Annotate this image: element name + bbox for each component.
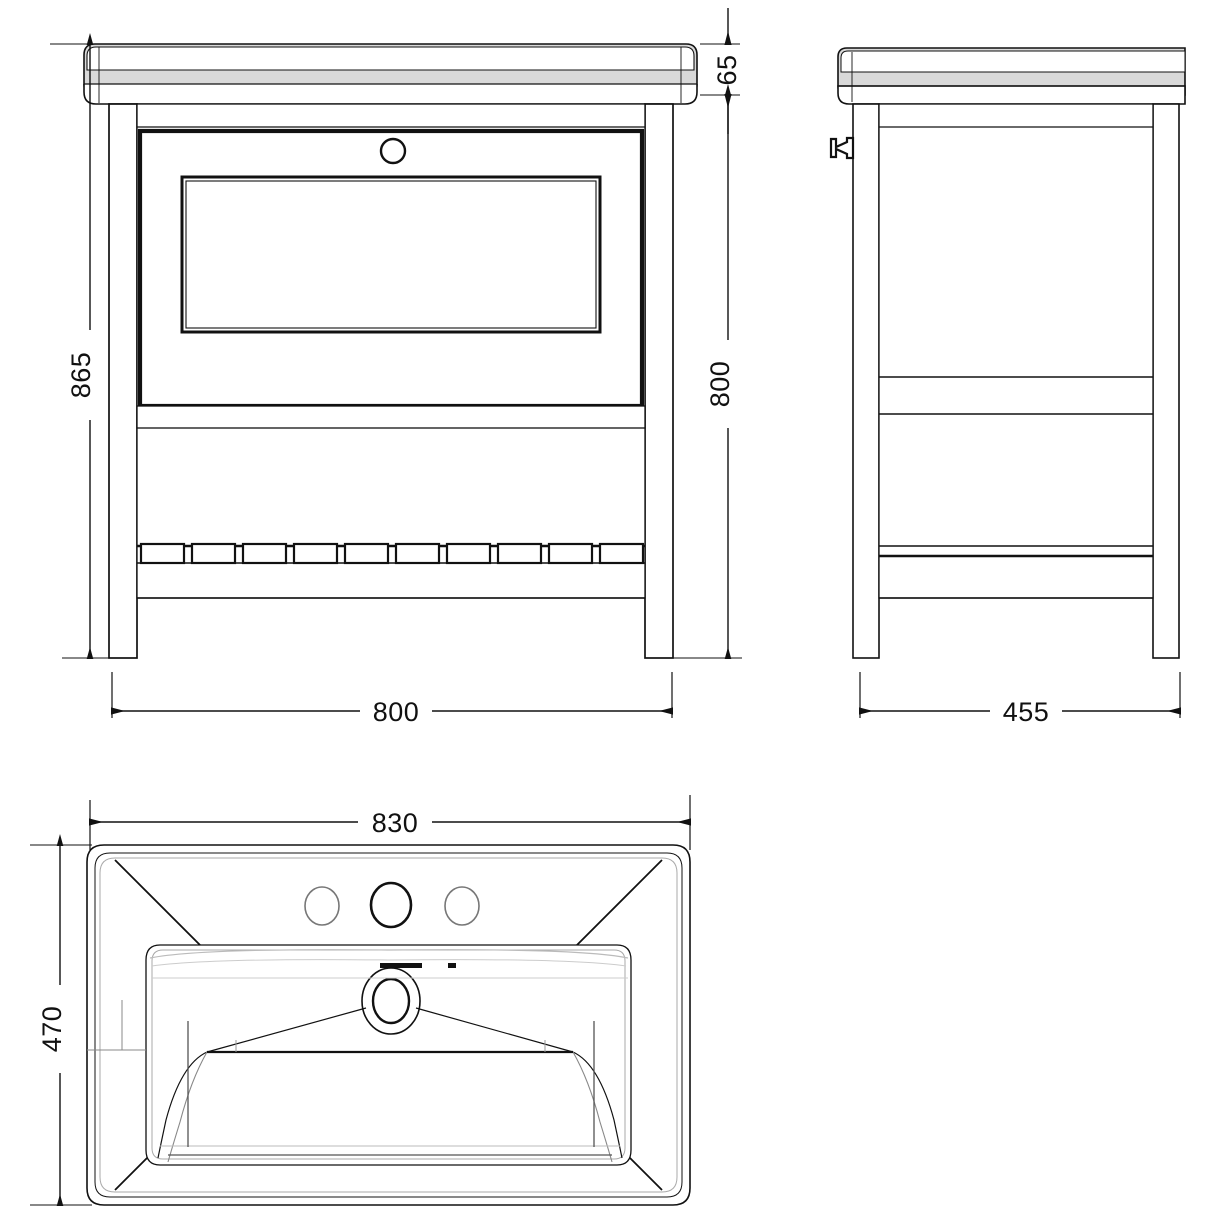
dim-label-800-vertical: 800: [705, 361, 735, 408]
bowl-lip-curve-2: [151, 959, 627, 967]
worktop-top-face: [86, 46, 695, 71]
shelf-slat: [547, 542, 594, 565]
shelf-slat: [139, 542, 186, 565]
bowl-slope-right: [415, 1007, 574, 1053]
dim-470-text-gap: [44, 985, 78, 1073]
dim-830-text-gap: [358, 806, 432, 840]
dim-800w-text-gap: [360, 694, 432, 728]
dim-label-65: 65: [712, 54, 742, 85]
dim-label-800-width: 800: [373, 697, 420, 727]
bowl-slope-left: [206, 1007, 367, 1053]
plan-dimensions: 830 470: [30, 795, 691, 1206]
basin-miter-tr: [573, 859, 663, 949]
tap-hole-right[interactable]: [444, 886, 480, 926]
shelf-slats: [139, 542, 645, 565]
worktop-lip: [83, 84, 698, 105]
overflow-slot-mark: [448, 963, 456, 968]
worktop-side: [837, 47, 1186, 105]
side-panel-frame: [878, 103, 1154, 599]
slatted-shelf: [137, 542, 645, 565]
waste-hole[interactable]: [361, 967, 421, 1035]
shelf-slat: [190, 542, 237, 565]
basin-rim-inner-2: [99, 857, 678, 1193]
shelf-slat: [598, 542, 645, 565]
dim-865-text-gap: [74, 330, 108, 420]
dim-455-text-gap: [990, 694, 1062, 728]
bowl-flank-right-inner: [572, 1051, 613, 1163]
bowl-flank-left-inner: [167, 1051, 208, 1163]
carcase-mid-rail: [136, 405, 646, 429]
plan-view: [86, 844, 691, 1206]
side-knob-icon[interactable]: [829, 136, 855, 160]
dim-label-455: 455: [1003, 697, 1050, 727]
tap-holes: [304, 881, 480, 929]
front-elevation-view: [83, 43, 698, 659]
overflow-slot: [380, 963, 422, 968]
shelf-slat: [343, 542, 390, 565]
basin-rim-inner: [94, 852, 683, 1198]
dim-label-470: 470: [37, 1006, 67, 1053]
shelf-slat: [292, 542, 339, 565]
worktop-top-face-side: [840, 50, 1186, 73]
front-leg-left: [108, 103, 138, 659]
dim-label-830: 830: [372, 808, 419, 838]
side-leg-front: [852, 103, 880, 659]
shelf-slat: [445, 542, 492, 565]
bowl-outer: [145, 944, 632, 1166]
tap-hole-center[interactable]: [369, 881, 413, 929]
bowl-lip-curve: [149, 949, 629, 959]
tap-hole-left[interactable]: [304, 886, 340, 926]
front-leg-right: [644, 103, 674, 659]
front-dimensions: 865 65 800 800: [50, 8, 746, 728]
drawer-knob-icon[interactable]: [379, 137, 407, 165]
bowl-flank-right-outer: [572, 1051, 623, 1159]
basin-miter-tl: [114, 859, 204, 949]
worktop-front: [83, 43, 698, 105]
shelf-slat: [496, 542, 543, 565]
bowl-flank-left-outer: [157, 1051, 208, 1159]
waste-hole-inner: [371, 977, 411, 1025]
side-leg-back: [1152, 103, 1180, 659]
side-elevation-view: 455: [829, 47, 1186, 728]
dim-800v-text-gap: [712, 340, 746, 428]
shelf-slat: [241, 542, 288, 565]
drawer-inset-panel-inner: [185, 180, 597, 329]
drawer-front: [137, 128, 645, 409]
worktop-lip-side: [837, 85, 1186, 105]
shelf-slat: [394, 542, 441, 565]
dim-label-865: 865: [66, 352, 96, 399]
